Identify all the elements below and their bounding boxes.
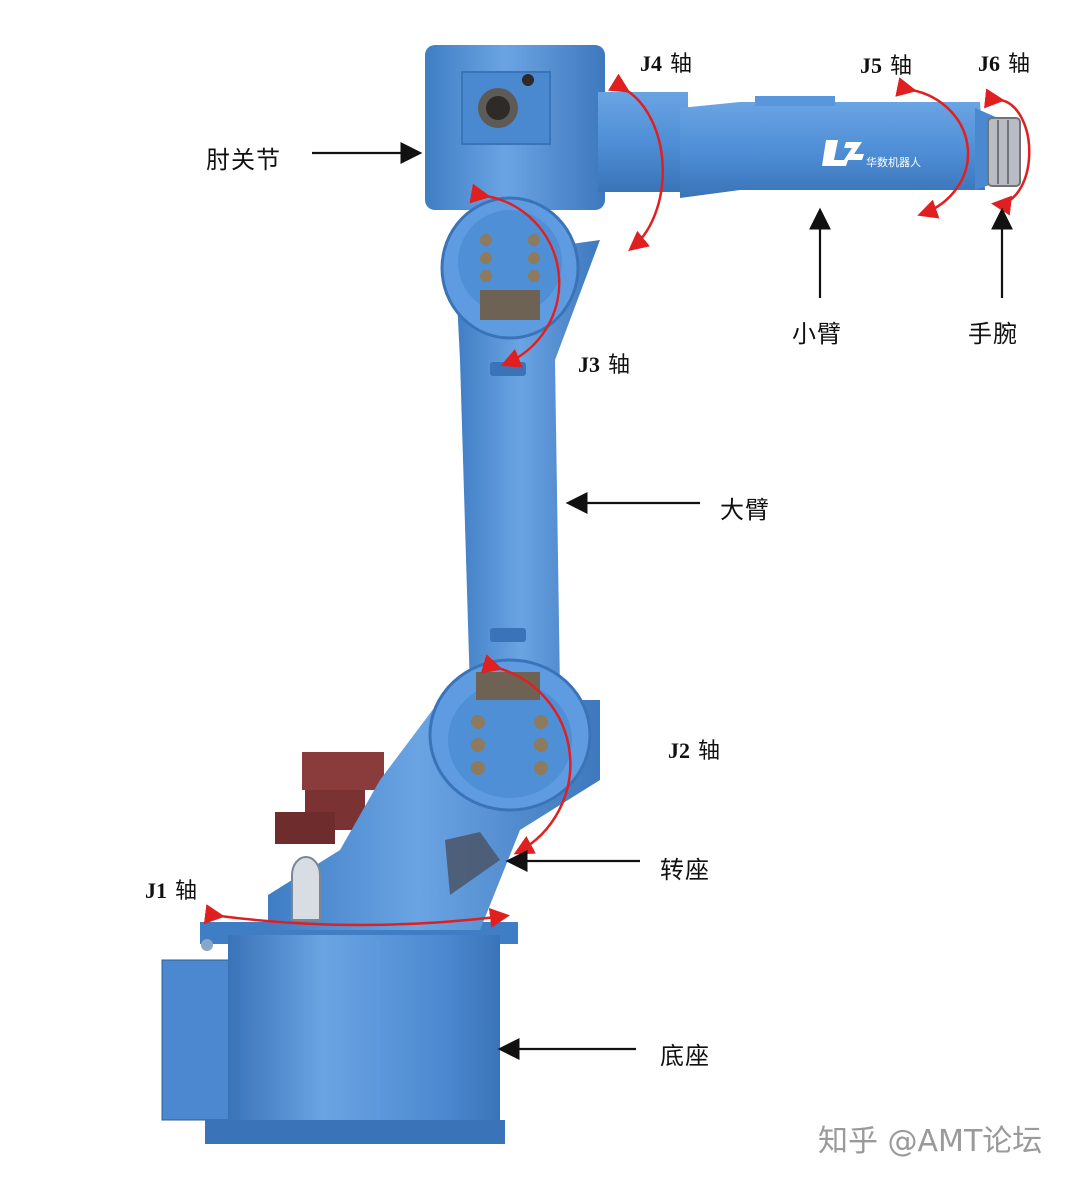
j5-rotation-arrow	[895, 77, 970, 219]
label-upper-arm: 大臂	[720, 496, 770, 524]
j2-rotation-arrow	[480, 654, 572, 855]
label-turret: 转座	[660, 856, 710, 884]
j4-rotation-arrow	[607, 73, 665, 252]
label-elbow: 肘关节	[206, 146, 281, 174]
label-base: 底座	[660, 1042, 710, 1070]
pointer-arrows	[312, 142, 1013, 1060]
forearm-body	[598, 92, 998, 198]
j3-rotation-arrow	[469, 183, 561, 368]
robot-base	[161, 922, 518, 1144]
wrist-flange	[987, 117, 1021, 187]
rotation-arrows	[203, 73, 1031, 928]
watermark: 知乎 @AMT论坛	[818, 1124, 1043, 1159]
j1-rotation-arrow	[203, 904, 510, 928]
j6-rotation-arrow	[984, 88, 1031, 216]
label-wrist: 手腕	[968, 320, 1018, 348]
motor-block	[275, 752, 384, 844]
brand-logo	[822, 140, 864, 166]
label-forearm: 小臂	[792, 320, 842, 348]
brand-text: 华数机器人	[866, 155, 921, 169]
